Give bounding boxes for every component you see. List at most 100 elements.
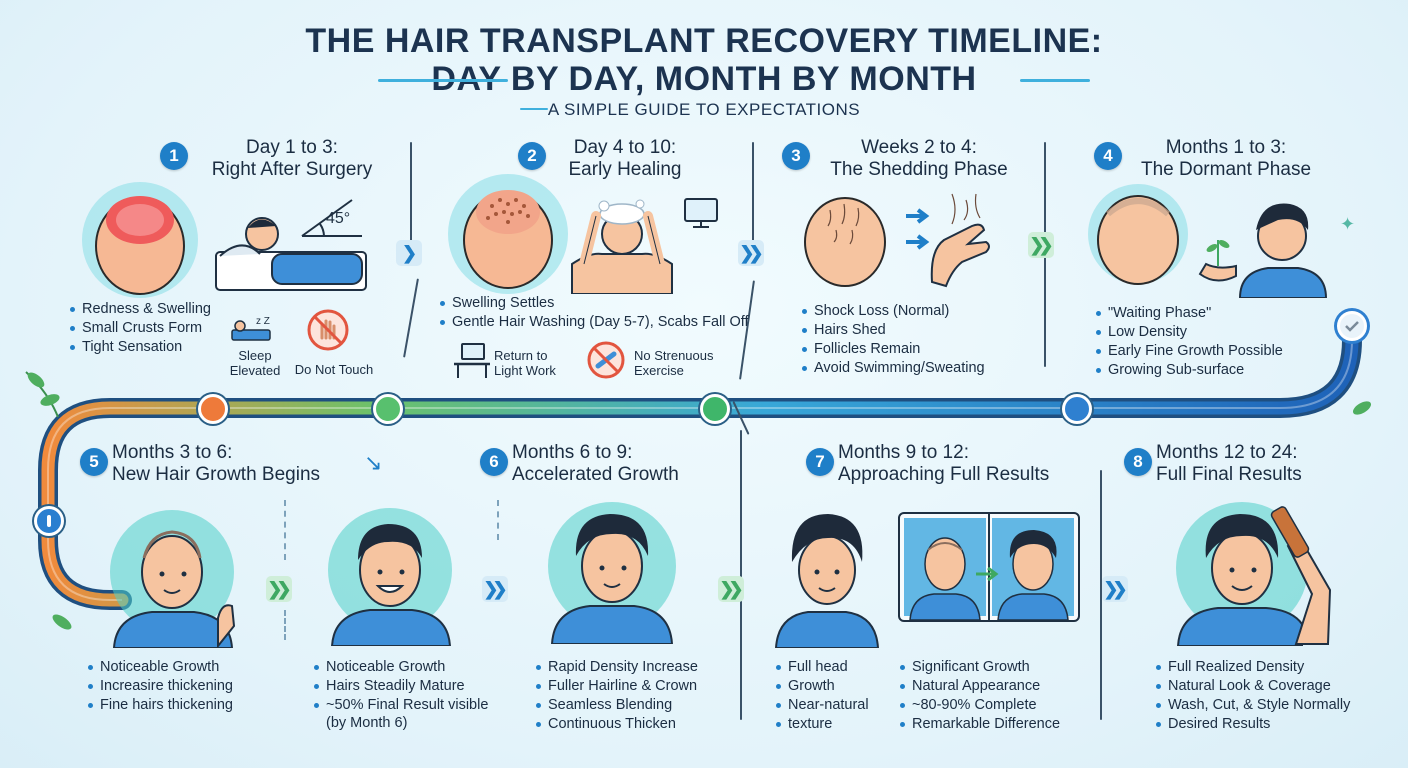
sleep-label-line1: Sleep bbox=[238, 348, 272, 363]
timeline-node-start bbox=[34, 506, 64, 536]
list-item: Near-natural bbox=[776, 696, 869, 715]
chevron-right-icon: ❯❯ bbox=[1028, 232, 1054, 258]
list-item-continuation: Growth bbox=[788, 678, 835, 694]
angle-label: 45° bbox=[326, 210, 351, 227]
stage-4-title: Months 1 to 3: The Dormant Phase bbox=[1126, 137, 1326, 181]
sleep-icon: z Z bbox=[231, 316, 271, 341]
list-item: Wash, Cut, & Style Normally bbox=[1156, 696, 1350, 715]
list-item: Desired Results bbox=[1156, 715, 1350, 734]
list-item: Rapid Density Increase bbox=[536, 658, 698, 677]
stage-2-title-line1: Day 4 to 10: bbox=[573, 137, 677, 158]
stage-number-4: 4 bbox=[1094, 142, 1122, 170]
return-label-line2: Light Work bbox=[494, 363, 556, 378]
timeline-node-2 bbox=[373, 394, 403, 424]
list-item: Redness & Swelling bbox=[70, 300, 211, 319]
timeline-node-1 bbox=[198, 394, 228, 424]
stage-6-title: Months 6 to 9: Accelerated Growth bbox=[512, 442, 722, 486]
chevron-right-icon: ❯❯ bbox=[1102, 576, 1128, 602]
before-after-illustration bbox=[904, 514, 1074, 620]
stage-3-bullets: Shock Loss (Normal) Hairs Shed Follicles… bbox=[802, 302, 985, 378]
no-touch-icon bbox=[307, 309, 349, 351]
list-item: Tight Sensation bbox=[70, 338, 211, 357]
stage-5-title-line2: New Hair Growth Begins bbox=[112, 464, 321, 485]
list-item: ~80-90% Complete bbox=[900, 696, 1060, 715]
stage-number-2: 2 bbox=[518, 142, 546, 170]
stage-6-title-line1: Months 6 to 9: bbox=[512, 442, 633, 463]
list-item: Fine hairs thickening bbox=[88, 696, 233, 715]
stage-8-bullets: Full Realized Density Natural Look & Cov… bbox=[1156, 658, 1350, 734]
chevron-right-icon: ❯ bbox=[396, 240, 422, 266]
stage-5-bullets-left: Noticeable Growth Increasire thickening … bbox=[88, 658, 233, 715]
stage-7-title-line1: Months 9 to 12: bbox=[838, 442, 969, 463]
stage-1-title-line1: Day 1 to 3: bbox=[246, 137, 338, 158]
sleep-elevated-label: Sleep Elevated bbox=[220, 348, 290, 378]
dashed-divider bbox=[497, 500, 499, 540]
stage-3-title-line2: The Shedding Phase bbox=[830, 159, 1008, 180]
stage-7-title: Months 9 to 12: Approaching Full Results bbox=[838, 442, 1098, 486]
hand-with-hairs-illustration bbox=[930, 193, 990, 288]
person-with-sprout-illustration bbox=[1198, 203, 1328, 298]
chevron-right-icon: ❯❯ bbox=[482, 576, 508, 602]
divider bbox=[752, 142, 754, 252]
stage-8-title: Months 12 to 24: Full Final Results bbox=[1156, 442, 1376, 486]
title-underline-left bbox=[378, 79, 508, 82]
stage-number-8: 8 bbox=[1124, 448, 1152, 476]
arrow-right-icon bbox=[906, 208, 930, 250]
computer-icon bbox=[684, 198, 718, 228]
stage-7-title-line2: Approaching Full Results bbox=[838, 464, 1050, 485]
red-scalp-head-illustration bbox=[82, 182, 198, 298]
stage-number-5: 5 bbox=[80, 448, 108, 476]
hair-washing-illustration bbox=[571, 199, 673, 294]
check-icon bbox=[1345, 321, 1359, 332]
list-item: "Waiting Phase" bbox=[1096, 304, 1283, 323]
dormant-scalp-head-illustration bbox=[1088, 184, 1188, 285]
thinning-man-illustration bbox=[110, 510, 236, 648]
divider bbox=[1100, 470, 1102, 720]
no-exercise-label-line1: No Strenuous bbox=[634, 348, 714, 363]
timeline-node-4 bbox=[1062, 394, 1092, 424]
stage-2-title: Day 4 to 10: Early Healing bbox=[550, 137, 700, 181]
list-item: Noticeable Growth bbox=[88, 658, 233, 677]
page-title-line2: DAY BY DAY, MONTH BY MONTH bbox=[431, 60, 977, 98]
list-item: Remarkable Difference bbox=[900, 715, 1060, 734]
full-hair-man-illustration bbox=[774, 514, 880, 648]
chevron-right-icon: ❯❯ bbox=[718, 576, 744, 602]
list-item: Full Realized Density bbox=[1156, 658, 1350, 677]
stage-3-title: Weeks 2 to 4: The Shedding Phase bbox=[814, 137, 1024, 181]
list-item: Swelling Settles bbox=[440, 294, 749, 313]
styling-hair-man-illustration bbox=[1176, 502, 1332, 646]
list-item-continuation: texture bbox=[788, 716, 833, 732]
fuller-hair-man-illustration bbox=[548, 502, 676, 644]
list-item: Follicles Remain bbox=[802, 340, 985, 359]
subtitle-dash bbox=[520, 108, 548, 110]
svg-text:z Z: z Z bbox=[256, 316, 270, 327]
leaf-icon bbox=[1352, 401, 1372, 415]
no-exercise-label: No Strenuous Exercise bbox=[634, 348, 734, 378]
list-item: Growing Sub-surface bbox=[1096, 361, 1283, 380]
page-title: THE HAIR TRANSPLANT RECOVERY TIMELINE: bbox=[305, 22, 1103, 60]
stage-8-title-line1: Months 12 to 24: bbox=[1156, 442, 1298, 463]
do-not-touch-label: Do Not Touch bbox=[294, 362, 374, 377]
stage-number-7: 7 bbox=[806, 448, 834, 476]
timeline-node-3 bbox=[700, 394, 730, 424]
list-item: Low Density bbox=[1096, 323, 1283, 342]
list-item: Hairs Shed bbox=[802, 321, 985, 340]
chevron-right-icon: ❯❯ bbox=[266, 576, 292, 602]
stage-7-bullets-left: Full head Growth Near-natural texture bbox=[776, 658, 869, 734]
stage-4-bullets: "Waiting Phase" Low Density Early Fine G… bbox=[1096, 304, 1283, 380]
stage-2-title-line2: Early Healing bbox=[568, 159, 682, 180]
scabbed-scalp-head-illustration bbox=[448, 174, 568, 294]
stage-1-title: Day 1 to 3: Right After Surgery bbox=[192, 137, 392, 181]
list-item: Natural Look & Coverage bbox=[1156, 677, 1350, 696]
stage-5-bullets-right: Noticeable Growth Hairs Steadily Mature … bbox=[314, 658, 488, 715]
list-item: Significant Growth bbox=[900, 658, 1060, 677]
stage-6-bullets: Rapid Density Increase Fuller Hairline &… bbox=[536, 658, 698, 734]
chevron-right-icon: ❯❯ bbox=[738, 240, 764, 266]
stage-5-title: Months 3 to 6: New Hair Growth Begins bbox=[112, 442, 362, 486]
arrow-down-icon: ↘ bbox=[364, 450, 383, 475]
divider bbox=[410, 142, 412, 252]
stage-number-6: 6 bbox=[480, 448, 508, 476]
list-item: Noticeable Growth bbox=[314, 658, 488, 677]
